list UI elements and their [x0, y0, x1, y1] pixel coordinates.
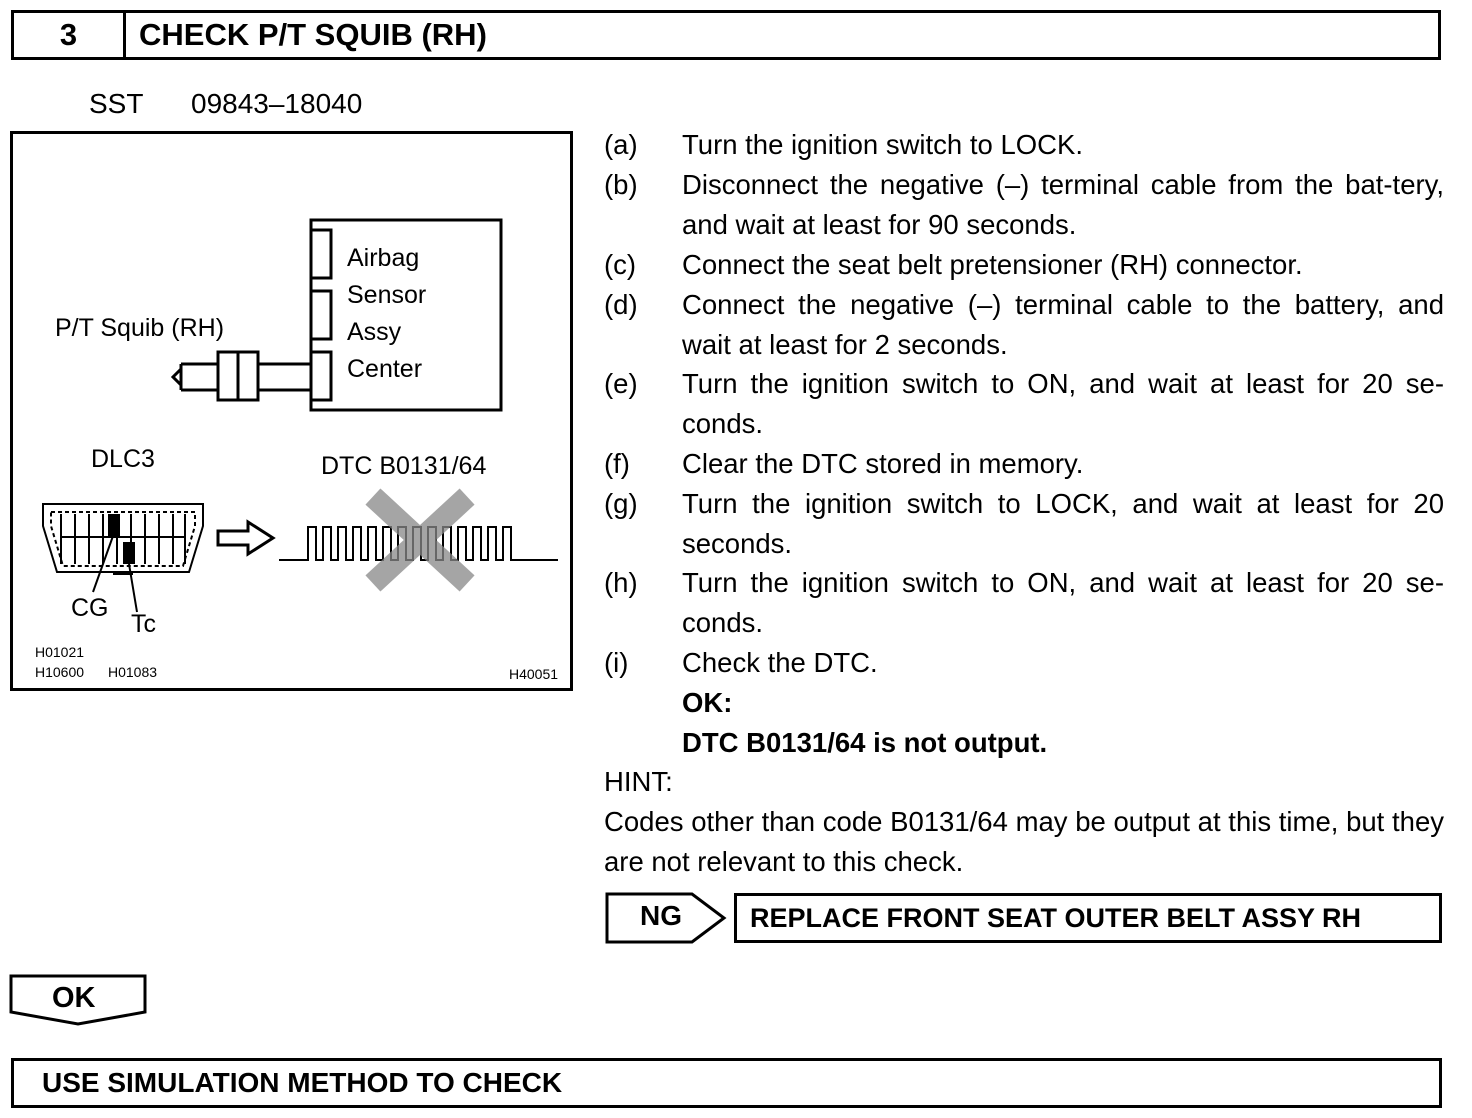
step-label: (g): [604, 488, 638, 519]
dlc3-label: DLC3: [91, 445, 155, 473]
hint-label: HINT:: [604, 766, 673, 797]
cg-label: CG: [71, 594, 109, 622]
step-label: (d): [604, 289, 638, 320]
step-text: Turn the ignition switch to ON, and wait…: [682, 567, 1444, 638]
ref-code: H10600: [35, 664, 85, 680]
step-text: Turn the ignition switch to LOCK, and wa…: [682, 488, 1444, 559]
sst-value: 09843–18040: [191, 88, 363, 119]
step-text: Check the DTC.: [682, 647, 878, 678]
step-text: Turn the ignition switch to LOCK.: [682, 129, 1083, 160]
dtc-label: DTC B0131/64: [321, 452, 487, 480]
step-label: (e): [604, 368, 638, 399]
sensor-connector-1: [309, 228, 333, 280]
airbag-label-1: Airbag: [347, 244, 420, 272]
ng-arrow-icon: [605, 892, 727, 944]
step-label: (h): [604, 567, 638, 598]
ok-result-text: DTC B0131/64 is not output.: [682, 727, 1048, 758]
step-text: Clear the DTC stored in memory.: [682, 448, 1084, 479]
ref-code: H01021: [35, 644, 85, 660]
step-label: (b): [604, 169, 638, 200]
step-text: Connect the seat belt pretensioner (RH) …: [682, 249, 1303, 280]
ok-arrow-icon: [9, 974, 147, 1026]
step-label: (c): [604, 249, 637, 280]
ng-action: REPLACE FRONT SEAT OUTER BELT ASSY RH: [734, 893, 1442, 943]
hint-text: Codes other than code B0131/64 may be ou…: [604, 806, 1444, 877]
ref-code: H40051: [509, 666, 559, 682]
ok-label: OK: [52, 982, 96, 1014]
right-arrow-icon: [216, 519, 276, 557]
step-text: Turn the ignition switch to ON, and wait…: [682, 368, 1444, 439]
step-label: (a): [604, 129, 638, 160]
step-label: (f): [604, 448, 630, 479]
airbag-label-4: Center: [347, 355, 423, 383]
next-step-title: USE SIMULATION METHOD TO CHECK: [11, 1058, 1442, 1108]
ng-label: NG: [640, 900, 682, 931]
ref-code: H01083: [108, 664, 158, 680]
wiring-figure: Airbag Sensor Assy Center P/T Squib (RH)…: [10, 131, 573, 691]
squib-connector: [170, 350, 311, 402]
cg-terminal: [108, 514, 120, 536]
cg-leader: [92, 535, 114, 593]
tc-leader: [128, 563, 138, 613]
step-text: Disconnect the negative (–) terminal cab…: [682, 169, 1444, 240]
tc-terminal: [123, 542, 135, 564]
airbag-label-3: Assy: [347, 318, 402, 346]
tc-label: Tc: [131, 610, 156, 638]
step-number: 3: [14, 13, 126, 57]
step-title: CHECK P/T SQUIB (RH): [139, 17, 487, 52]
connection-diagram: [42, 218, 558, 613]
airbag-label-2: Sensor: [347, 281, 427, 309]
squib-label: P/T Squib (RH): [55, 314, 225, 342]
cross-icon: [365, 488, 475, 592]
sensor-connector-2: [309, 289, 333, 341]
ok-result-label: OK:: [682, 687, 733, 718]
dlc3-connector: [42, 503, 204, 575]
step-label: (i): [604, 647, 629, 678]
sensor-connector-3: [309, 350, 333, 402]
step-header: 3 CHECK P/T SQUIB (RH): [11, 10, 1441, 60]
step-text: Connect the negative (–) terminal cable …: [682, 289, 1444, 360]
sst-label: SST: [89, 88, 144, 119]
